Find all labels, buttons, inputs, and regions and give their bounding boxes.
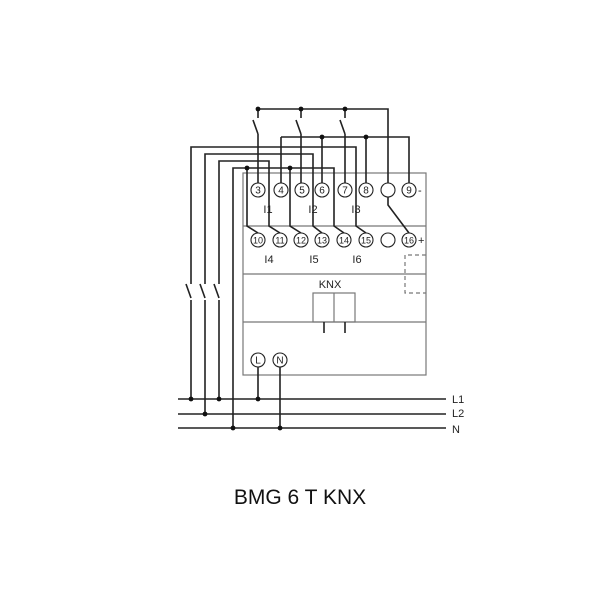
terminal-label: 9 [406,186,412,197]
input-label: I5 [309,254,318,266]
terminal [272,232,288,248]
terminal-label: N [276,356,283,367]
line-label-l1: L1 [452,394,464,406]
terminal [336,232,352,248]
terminal [401,182,417,198]
terminal-label: 11 [275,236,284,246]
line-labels: L1 L2 N [452,394,464,436]
wires [178,106,446,431]
input-label: I6 [352,254,361,266]
terminal-label: 5 [299,186,305,197]
terminal-label: 12 [296,236,306,246]
terminal-label: 7 [342,186,348,197]
terminal-label: 13 [317,236,327,246]
terminal [273,182,289,198]
plus-label: + [418,235,424,247]
terminal-label: L [255,356,261,367]
input-label: I2 [308,204,317,216]
terminal-label: 6 [319,186,325,197]
terminal [250,352,266,368]
input-label: I3 [351,204,360,216]
terminal [401,232,417,248]
terminal-label: 8 [363,186,369,197]
terminal [294,182,310,198]
terminal [314,182,330,198]
product-title: BMG 6 T KNX [233,486,367,509]
terminal-label: 15 [361,236,371,246]
line-label-l2: L2 [452,408,464,420]
terminal [380,182,396,198]
terminal [250,182,266,198]
terminal [337,182,353,198]
terminal [293,232,309,248]
input-label: I4 [264,254,273,266]
terminal-label: 4 [278,186,284,197]
terminal-label: 16 [404,236,414,246]
terminal-label: 10 [253,236,263,246]
input-label: I1 [263,204,272,216]
terminal [314,232,330,248]
terminal [358,232,374,248]
terminal [358,182,374,198]
minus-label: - [418,185,422,197]
dashed-module [404,254,426,294]
terminal-label: 14 [339,236,349,246]
terminal [272,352,288,368]
knx-connector: KNX [312,279,356,333]
terminal-label: 3 [255,186,261,197]
terminal [380,232,396,248]
input-labels: I1 I2 I3 I4 I5 I6 - + [263,185,424,266]
knx-label: KNX [319,279,342,291]
terminal [250,232,266,248]
line-label-n: N [452,424,460,436]
